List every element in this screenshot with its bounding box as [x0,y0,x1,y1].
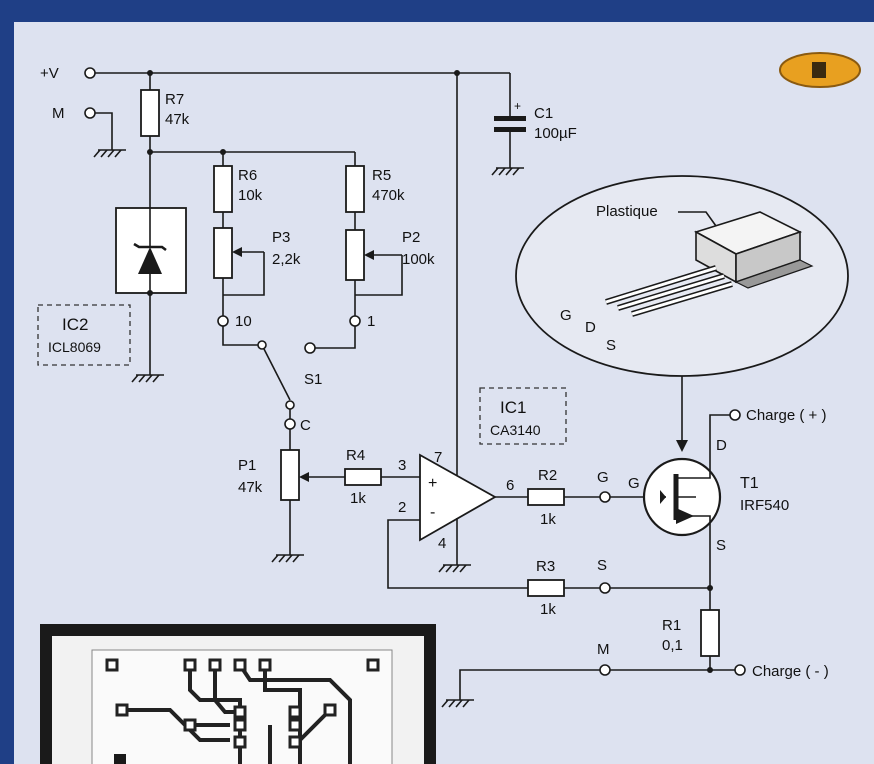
package-pin-g: G [560,307,572,324]
opamp-pin6: 6 [506,477,514,494]
charge-plus-label: Charge ( + ) [746,407,826,424]
r4-name: R4 [346,447,365,464]
opamp-pin7: 7 [434,449,442,466]
c1-plate-negative [494,127,526,132]
opamp-minus-sign: - [430,504,435,521]
package-pin-d: D [585,319,596,336]
p1-wiper [299,472,345,482]
ic2-ground-icon [131,374,164,383]
s1-pos-10-label: 10 [235,313,252,330]
r1-value: 0,1 [662,637,683,654]
ic1-part: CA3140 [490,422,541,438]
s1-name: S1 [304,371,322,388]
r5-resistor [345,165,365,213]
r3-value: 1k [540,601,556,618]
opamp-pin3: 3 [398,457,406,474]
logo-badge [779,52,861,88]
ground-rail [441,664,746,708]
r2-resistor [527,488,565,506]
s1-switch [217,315,361,430]
c1-plate-positive [494,116,526,121]
ic1-label-box [479,387,567,445]
r7-value: 47k [165,111,190,128]
t1-mosfet [642,440,722,545]
ic2-label-box [37,304,131,366]
ic1-ground-icon [438,564,471,573]
t1-source-label: S [716,537,726,554]
r5-value: 470k [372,187,405,204]
opamp-plus-sign: + [428,475,437,492]
m-terminal [84,107,126,158]
r6-name: R6 [238,167,257,184]
p3-potentiometer [213,227,233,279]
c1-value: 100µF [534,125,577,142]
t1-gate-label: G [628,475,640,492]
ic2-part: ICL8069 [48,339,101,355]
r2-value: 1k [540,511,556,528]
t1-name: T1 [740,475,759,492]
p2-value: 100k [402,251,435,268]
feedback-wire [387,519,528,589]
ic2-name: IC2 [62,315,88,334]
p3-wiper [223,247,265,296]
r1-name: R1 [662,617,681,634]
reference-node-wire [147,149,356,166]
c1-name: C1 [534,105,553,122]
to220-package-icon [605,211,814,317]
r6-value: 10k [238,187,263,204]
r5-name: R5 [372,167,391,184]
r3-resistor [527,579,565,597]
s1-common-label: C [300,417,311,434]
node-m-label: M [597,641,610,658]
p1-potentiometer [280,449,300,501]
charge-minus-label: Charge ( - ) [752,663,829,680]
m-label: M [52,105,65,122]
r1-resistor [700,609,720,657]
r3-name: R3 [536,558,555,575]
p2-wiper [355,250,403,296]
r6-resistor [213,165,233,213]
p1-name: P1 [238,457,256,474]
opamp-pin2: 2 [398,499,406,516]
r2-name: R2 [538,467,557,484]
p2-name: P2 [402,229,420,246]
s-test-point [599,582,611,594]
p3-value: 2,2k [272,251,301,268]
pcb-layout-inset [40,624,436,764]
p3-name: P3 [272,229,290,246]
c1-ground-icon [491,167,524,176]
opamp-pin4: 4 [438,535,446,552]
r7-resistor [140,89,160,137]
p1-value: 47k [238,479,263,496]
p1-ground-icon [271,554,304,563]
r7-name: R7 [165,91,184,108]
plus-v-label: +V [40,65,59,82]
node-s-label: S [597,557,607,574]
charge-plus-terminal [729,409,741,421]
package-pin-s: S [606,337,616,354]
g-test-point [599,491,611,503]
node-g-label: G [597,469,609,486]
s1-pos-1-label: 1 [367,313,375,330]
c1-polarity: + [514,99,521,113]
t1-drain-label: D [716,437,727,454]
r4-value: 1k [350,490,366,507]
r4-resistor [344,468,382,486]
p2-potentiometer [345,229,365,281]
ic1-name: IC1 [500,398,526,417]
drain-wire [709,414,730,440]
package-material-label: Plastique [596,203,658,220]
t1-part: IRF540 [740,497,789,514]
